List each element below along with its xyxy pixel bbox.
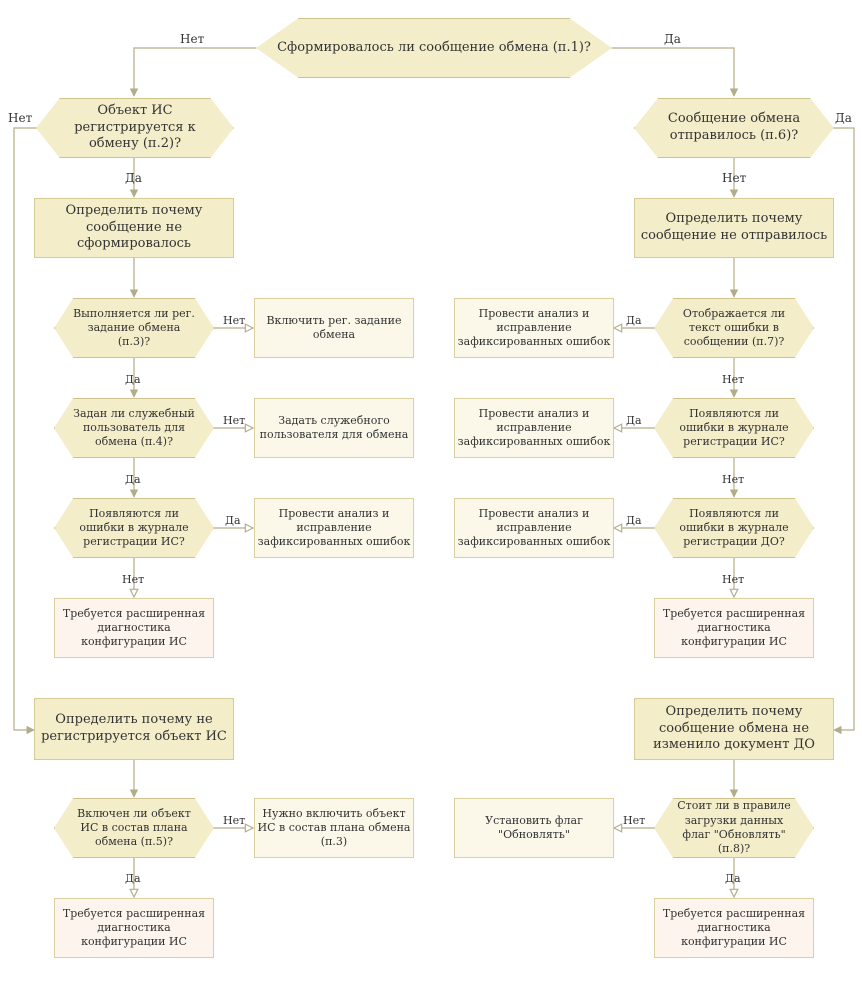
q2-yes-label: Да xyxy=(125,171,142,185)
q-log-do-yes-label: Да xyxy=(626,514,642,527)
why-not-sent-box: Определить почему сообщение не отправило… xyxy=(634,198,834,258)
q-log-is-left-no-label: Нет xyxy=(122,573,145,586)
q2-no-label: Нет xyxy=(8,111,33,125)
analyze-left-box: Провести анализ и исправление зафиксиров… xyxy=(254,498,414,558)
ext-diag-right-2: Требуется расширенная диагностика конфиг… xyxy=(654,898,814,958)
include-obj-box: Нужно включить объект ИС в состав плана … xyxy=(254,798,414,858)
why-not-registered-box: Определить почему не регистрируется объе… xyxy=(34,698,234,760)
q7-text: Отображается ли текст ошибки в сообщении… xyxy=(682,306,786,349)
ext-diag-left-1-text: Требуется расширенная диагностика конфиг… xyxy=(62,606,206,649)
q8-no-label: Нет xyxy=(623,814,646,827)
why-not-changed-text: Определить почему сообщение обмена не из… xyxy=(653,703,815,753)
q7-yes-label: Да xyxy=(626,314,642,327)
analyze-right-2-text: Провести анализ и исправление зафиксиров… xyxy=(457,406,611,449)
ext-diag-left-2: Требуется расширенная диагностика конфиг… xyxy=(54,898,214,958)
include-obj-text: Нужно включить объект ИС в состав плана … xyxy=(257,806,411,849)
start-decision: Сформировалось ли сообщение обмена (п.1)… xyxy=(256,18,612,78)
q5-no-label: Нет xyxy=(223,814,246,827)
edge-q6-yes xyxy=(833,127,855,735)
edge-start-yes xyxy=(612,47,739,97)
analyze-right-3-text: Провести анализ и исправление зафиксиров… xyxy=(457,506,611,549)
q-log-do-decision: Появляются ли ошибки в журнале регистрац… xyxy=(654,498,814,558)
q8-yes-label: Да xyxy=(725,872,741,885)
why-not-sent-text: Определить почему сообщение не отправило… xyxy=(640,211,828,243)
why-not-formed-text: Определить почему сообщение не сформиров… xyxy=(65,202,203,252)
q5-yes-label: Да xyxy=(125,872,141,885)
q-log-do-no-label: Нет xyxy=(722,573,745,586)
set-user-text: Задать служебного пользователя для обмен… xyxy=(259,413,409,441)
q5-text: Включен ли объект ИС в состав плана обме… xyxy=(77,806,191,849)
q3-no-label: Нет xyxy=(223,314,246,327)
ext-diag-right-2-text: Требуется расширенная диагностика конфиг… xyxy=(662,906,806,949)
set-user-box: Задать служебного пользователя для обмен… xyxy=(254,398,414,458)
ext-diag-right-1: Требуется расширенная диагностика конфиг… xyxy=(654,598,814,658)
q3-text: Выполняется ли рег. задание обмена (п.3)… xyxy=(73,306,195,349)
edge-start-no xyxy=(129,47,256,97)
why-not-registered-text: Определить почему не регистрируется объе… xyxy=(41,712,227,744)
q-log-is-left-text: Появляются ли ошибки в журнале регистрац… xyxy=(79,506,189,549)
q4-decision: Задан ли служебный пользователь для обме… xyxy=(54,398,214,458)
analyze-right-2: Провести анализ и исправление зафиксиров… xyxy=(454,398,614,458)
q4-text: Задан ли служебный пользователь для обме… xyxy=(73,406,195,449)
q-log-is-left-yes-label: Да xyxy=(225,514,241,527)
ext-diag-left-2-text: Требуется расширенная диагностика конфиг… xyxy=(62,906,206,949)
start-decision-text: Сформировалось ли сообщение обмена (п.1)… xyxy=(277,39,591,55)
q-log-do-text: Появляются ли ошибки в журнале регистрац… xyxy=(679,506,789,549)
q6-yes-label: Да xyxy=(835,111,852,125)
q3-decision: Выполняется ли рег. задание обмена (п.3)… xyxy=(54,298,214,358)
q-log-is-right-decision: Появляются ли ошибки в журнале регистрац… xyxy=(654,398,814,458)
q4-yes-label: Да xyxy=(125,473,141,486)
q4-no-label: Нет xyxy=(223,414,246,427)
set-flag-text: Установить флаг "Обновлять" xyxy=(485,813,583,841)
enable-job-box: Включить рег. задание обмена xyxy=(254,298,414,358)
q-log-is-right-text: Появляются ли ошибки в журнале регистрац… xyxy=(679,406,789,449)
q8-text: Стоит ли в правиле загрузки данных флаг … xyxy=(677,799,791,856)
why-not-changed-box: Определить почему сообщение обмена не из… xyxy=(634,698,834,760)
edge-q2-no xyxy=(13,127,36,735)
set-flag-box: Установить флаг "Обновлять" xyxy=(454,798,614,858)
start-yes-label: Да xyxy=(664,32,681,46)
q2-decision: Объект ИС регистрируется к обмену (п.2)? xyxy=(36,98,234,158)
ext-diag-right-1-text: Требуется расширенная диагностика конфиг… xyxy=(662,606,806,649)
ext-diag-left-1: Требуется расширенная диагностика конфиг… xyxy=(54,598,214,658)
q5-decision: Включен ли объект ИС в состав плана обме… xyxy=(54,798,214,858)
enable-job-text: Включить рег. задание обмена xyxy=(266,313,402,341)
analyze-right-3: Провести анализ и исправление зафиксиров… xyxy=(454,498,614,558)
q-log-is-right-yes-label: Да xyxy=(626,414,642,427)
q6-text: Сообщение обмена отправилось (п.6)? xyxy=(667,111,801,143)
analyze-right-1-text: Провести анализ и исправление зафиксиров… xyxy=(457,306,611,349)
analyze-left-text: Провести анализ и исправление зафиксиров… xyxy=(257,506,411,549)
q-log-is-left-decision: Появляются ли ошибки в журнале регистрац… xyxy=(54,498,214,558)
q7-decision: Отображается ли текст ошибки в сообщении… xyxy=(654,298,814,358)
q3-yes-label: Да xyxy=(125,373,141,386)
q8-decision: Стоит ли в правиле загрузки данных флаг … xyxy=(654,798,814,858)
q2-text: Объект ИС регистрируется к обмену (п.2)? xyxy=(74,102,196,152)
analyze-right-1: Провести анализ и исправление зафиксиров… xyxy=(454,298,614,358)
q-log-is-right-no-label: Нет xyxy=(722,473,745,486)
q7-no-label: Нет xyxy=(722,373,745,386)
why-not-formed-box: Определить почему сообщение не сформиров… xyxy=(34,198,234,258)
start-no-label: Нет xyxy=(180,32,205,46)
q6-no-label: Нет xyxy=(722,171,747,185)
q6-decision: Сообщение обмена отправилось (п.6)? xyxy=(634,98,834,158)
